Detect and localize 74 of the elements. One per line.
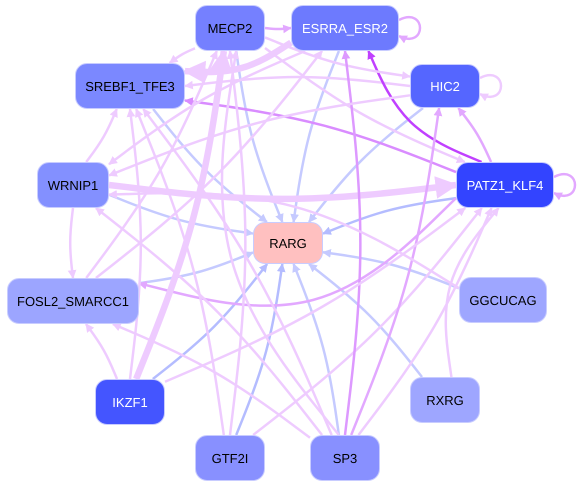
- arrow: [226, 50, 247, 436]
- arrow: [367, 50, 482, 164]
- node-label: PATZ1_KLF4: [466, 178, 544, 192]
- gene-node: [410, 64, 480, 108]
- arrow: [322, 196, 456, 235]
- node-label: WRNIP1: [48, 178, 98, 192]
- arrow: [350, 107, 442, 436]
- gene-node: [75, 63, 185, 109]
- arrow: [264, 36, 411, 80]
- node-label: RXRG: [426, 392, 464, 408]
- gene-node: [291, 5, 399, 51]
- node-label: FOSL2_SMARCC1: [17, 294, 129, 308]
- gene-node: [456, 162, 554, 208]
- gene-node: [459, 277, 547, 323]
- arrow: [308, 107, 424, 223]
- arrow: [84, 323, 118, 380]
- node-label: MECP2: [208, 20, 252, 36]
- arrow: [95, 207, 324, 436]
- arrow: [444, 207, 500, 378]
- gene-node: [310, 435, 380, 481]
- node-label: RARG: [269, 236, 307, 250]
- arrow: [357, 207, 493, 436]
- node-label: SREBF1_TFE3: [85, 78, 175, 94]
- arrow: [252, 207, 483, 436]
- arrow: [234, 50, 284, 223]
- arrow: [264, 24, 292, 34]
- gene-node: [37, 162, 109, 208]
- arrow: [220, 50, 340, 436]
- node-label: SP3: [332, 450, 358, 466]
- arrow: [184, 97, 456, 174]
- arrow: [85, 50, 218, 279]
- arrow: [342, 50, 362, 436]
- arrow: [322, 249, 460, 290]
- arrow: [290, 50, 340, 223]
- gene-node: [253, 222, 323, 264]
- arrow: [182, 40, 293, 84]
- arrow: [184, 76, 410, 90]
- node-label: IKZF1: [112, 394, 148, 410]
- arrow: [68, 208, 76, 279]
- node-label: GGCUCAG: [469, 292, 537, 308]
- arrow: [457, 107, 492, 163]
- arrow: [152, 108, 268, 223]
- arrow: [152, 263, 268, 380]
- gene-node: [95, 379, 165, 425]
- arrow: [133, 48, 232, 380]
- arrow: [95, 50, 324, 279]
- node-label: ESRRA_ESR2: [302, 20, 388, 36]
- gene-node: [195, 5, 265, 51]
- node-label: HIC2: [430, 78, 460, 94]
- arrow: [85, 108, 118, 163]
- arrow: [108, 194, 254, 237]
- arrow: [235, 263, 286, 436]
- arrow: [108, 190, 460, 290]
- gene-node: [410, 377, 480, 423]
- arrow: [398, 16, 422, 43]
- arrow: [479, 74, 502, 101]
- arrow: [135, 108, 226, 436]
- node-label: GTF2I: [212, 450, 248, 466]
- arrow: [138, 251, 254, 284]
- arrow: [108, 50, 306, 166]
- gene-node: [195, 435, 265, 481]
- arrow: [264, 46, 466, 164]
- arrow: [108, 176, 458, 202]
- arrow: [112, 322, 311, 439]
- gene-node: [7, 278, 139, 324]
- arrow: [168, 47, 196, 64]
- arrow: [292, 263, 340, 436]
- arrow: [308, 263, 423, 378]
- arrow: [142, 108, 333, 436]
- arrow: [108, 94, 410, 177]
- arrow: [164, 207, 466, 383]
- arrow: [553, 173, 576, 200]
- arrow: [126, 108, 142, 380]
- arrow: [138, 197, 457, 307]
